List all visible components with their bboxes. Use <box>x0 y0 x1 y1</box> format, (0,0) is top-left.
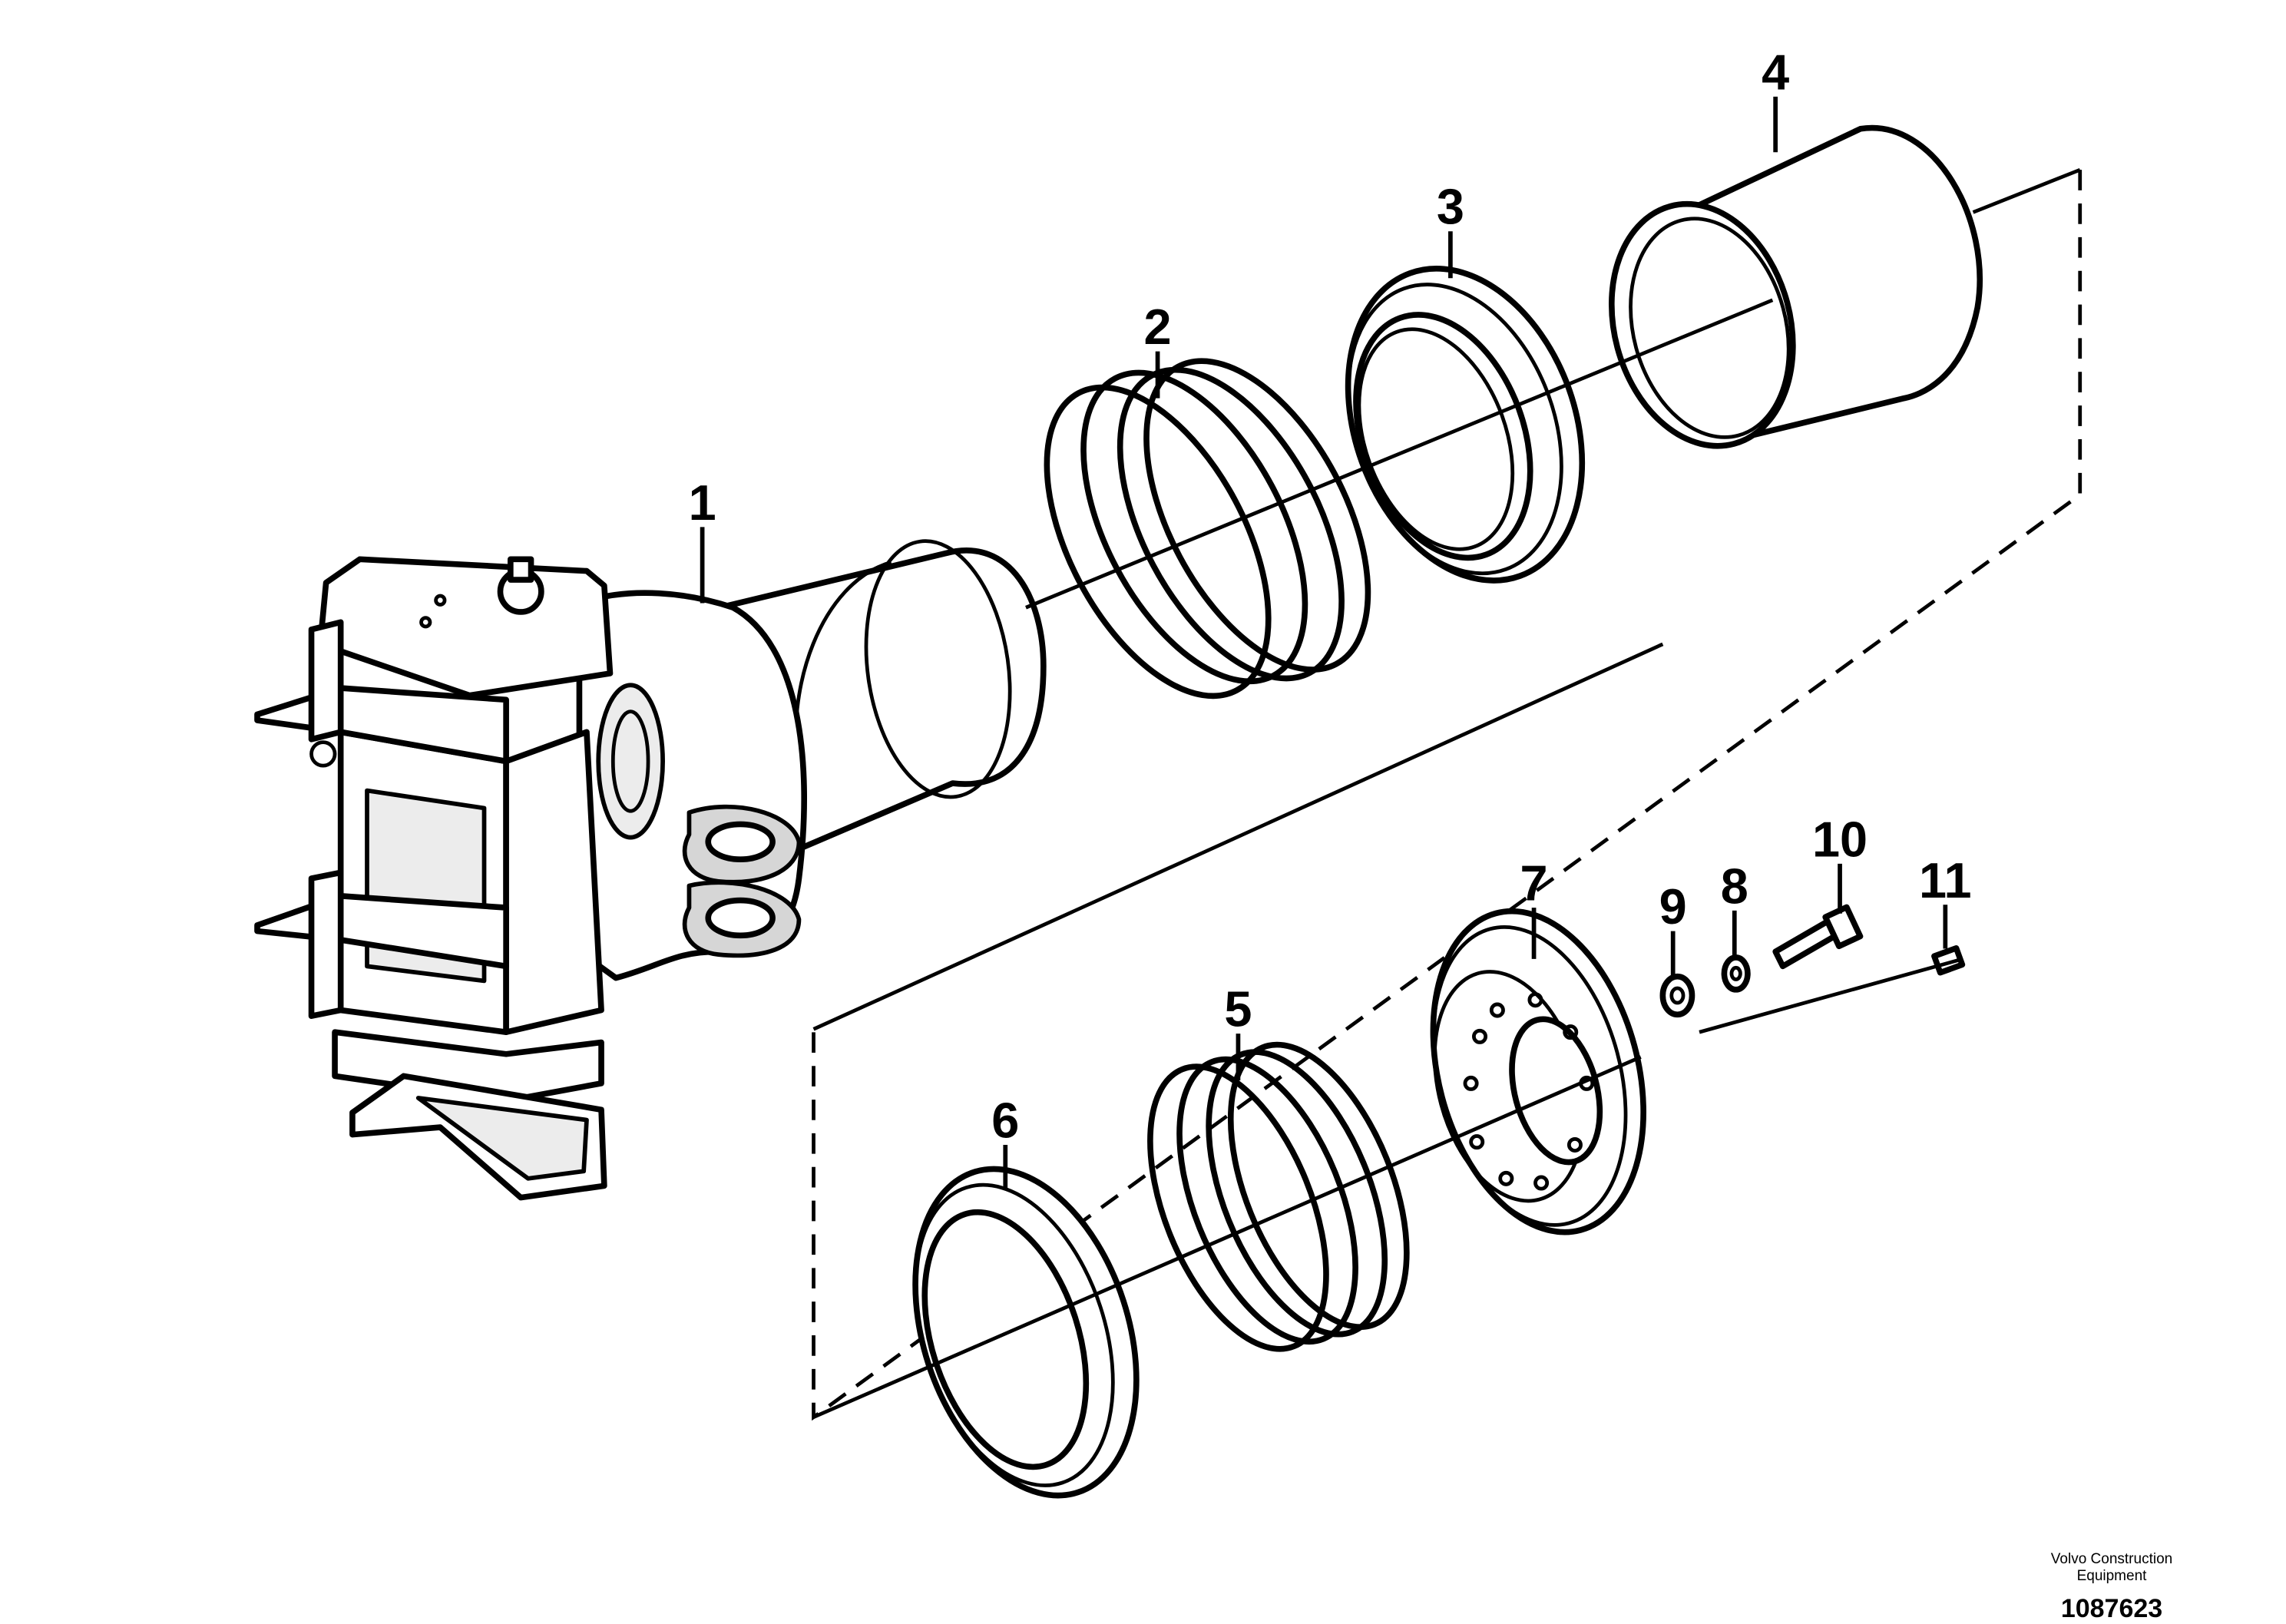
callout-4: 4 <box>1762 44 1789 100</box>
callout-10: 10 <box>1812 811 1868 867</box>
callout-11: 11 <box>1919 852 1972 908</box>
callout-8: 8 <box>1721 858 1748 914</box>
part-9-washer <box>1659 973 1695 1018</box>
callout-labels: 1 2 3 4 5 6 7 8 9 10 11 <box>689 44 1972 1148</box>
callout-1: 1 <box>689 475 716 531</box>
callout-6: 6 <box>991 1092 1019 1148</box>
part-6-seal <box>912 1166 1140 1499</box>
part-3-bearing <box>1345 266 1586 584</box>
drawing-number: 1087623 <box>2060 1594 2163 1623</box>
assembly-axis <box>812 298 1963 1419</box>
reference-frame <box>812 167 2083 1421</box>
drawing-caption: Volvo Construction Equipment 1087623 <box>1966 1551 2258 1624</box>
part-5-seal-ring <box>1147 1041 1410 1352</box>
part-1-axle-housing <box>254 539 1047 1201</box>
callout-2: 2 <box>1144 299 1172 355</box>
part-8-washer <box>1721 954 1751 993</box>
leader-lines <box>700 96 1948 1189</box>
callout-3: 3 <box>1437 179 1464 235</box>
company-name: Volvo Construction Equipment <box>2050 1551 2173 1584</box>
part-10-bolt <box>1772 904 1864 970</box>
part-4-sleeve <box>1608 124 1983 449</box>
callout-9: 9 <box>1659 878 1687 934</box>
part-7-hub-flange <box>1430 908 1646 1235</box>
callout-5: 5 <box>1224 981 1252 1037</box>
callout-7: 7 <box>1520 855 1548 911</box>
